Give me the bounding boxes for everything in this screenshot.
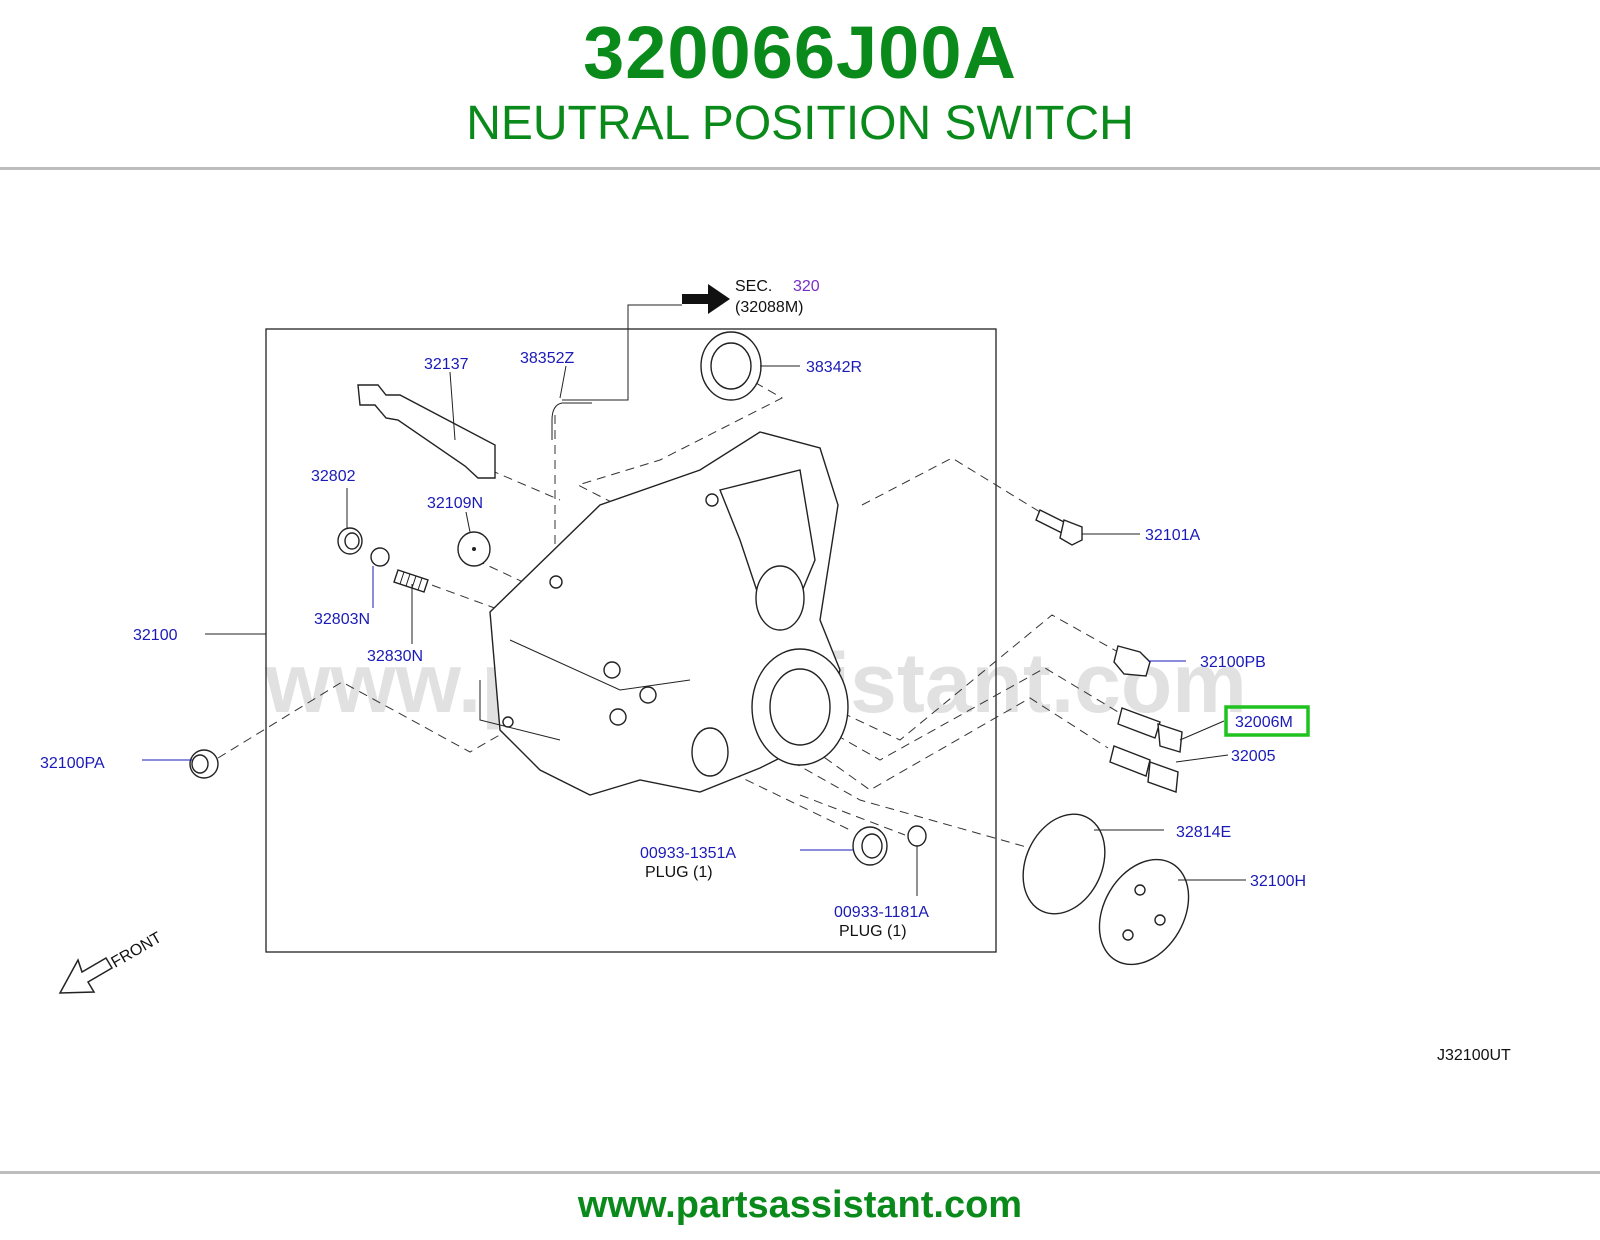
part-32100PA-plug: [189, 749, 219, 779]
callout-32100PB[interactable]: 32100PB: [1200, 654, 1266, 671]
callout-32814E[interactable]: 32814E: [1176, 824, 1231, 841]
callout-32137[interactable]: 32137: [424, 356, 469, 373]
part-32005-switch: [1109, 745, 1179, 793]
part-32006M-switch: [1117, 707, 1183, 753]
part-32137-bracket: [357, 384, 496, 479]
diagram-code: J32100UT: [1437, 1047, 1511, 1064]
callout-32100[interactable]: 32100: [133, 627, 178, 644]
part-38352Z-tube: [551, 399, 592, 440]
part-32802: [337, 527, 363, 555]
callout-38352Z[interactable]: 38352Z: [520, 350, 574, 367]
part-name-subtitle: NEUTRAL POSITION SWITCH: [466, 97, 1134, 150]
part-00933-1181A-plug: [907, 825, 927, 847]
header: 320066J00A NEUTRAL POSITION SWITCH: [0, 0, 1600, 168]
part-32814E-oring: [1022, 813, 1106, 915]
callout-32100H[interactable]: 32100H: [1250, 873, 1306, 890]
callout-00933-1351A[interactable]: 00933-1351A: [640, 845, 736, 862]
callout-32006M[interactable]: 32006M: [1235, 714, 1293, 731]
part-38342R-seal: [700, 331, 762, 401]
callout-32830N[interactable]: 32830N: [367, 648, 423, 665]
part-32109N-cap: [457, 531, 491, 567]
footer-site-link[interactable]: www.partsassistant.com: [577, 1184, 1023, 1226]
part-32100H-cover: [1098, 858, 1190, 966]
part-00933-1351A-plug: [852, 826, 888, 866]
top-divider: [0, 167, 1600, 170]
part-32101A-bolt: [1035, 509, 1083, 546]
part-32830N-spring: [393, 569, 429, 593]
sec-number-link[interactable]: 320: [793, 278, 820, 295]
highlight-box-32006M: [1224, 705, 1310, 737]
plug-qty-1: PLUG (1): [645, 864, 713, 881]
part-number-title: 320066J00A: [583, 11, 1017, 94]
callout-32005[interactable]: 32005: [1231, 748, 1276, 765]
sec-label: SEC.: [735, 278, 772, 295]
sec-sub-label: (32088M): [735, 299, 803, 316]
front-direction-arrow: [58, 956, 114, 994]
transmission-case: [479, 431, 849, 796]
callout-00933-1181A[interactable]: 00933-1181A: [834, 904, 929, 921]
callout-32100PA[interactable]: 32100PA: [40, 755, 105, 772]
callout-32101A[interactable]: 32101A: [1145, 527, 1200, 544]
front-label: FRONT: [109, 929, 165, 971]
callout-32109N[interactable]: 32109N: [427, 495, 483, 512]
callout-leaders: [142, 365, 1246, 896]
bottom-divider: [0, 1171, 1600, 1174]
callout-38342R[interactable]: 38342R: [806, 359, 862, 376]
plug-qty-2: PLUG (1): [839, 923, 907, 940]
callout-32802[interactable]: 32802: [311, 468, 356, 485]
sec-reference-arrow: [592, 284, 730, 401]
callout-32803N[interactable]: 32803N: [314, 611, 370, 628]
assembly-frame: [265, 328, 997, 953]
part-32803N: [370, 547, 390, 567]
part-32100PB-plug: [1113, 645, 1151, 677]
